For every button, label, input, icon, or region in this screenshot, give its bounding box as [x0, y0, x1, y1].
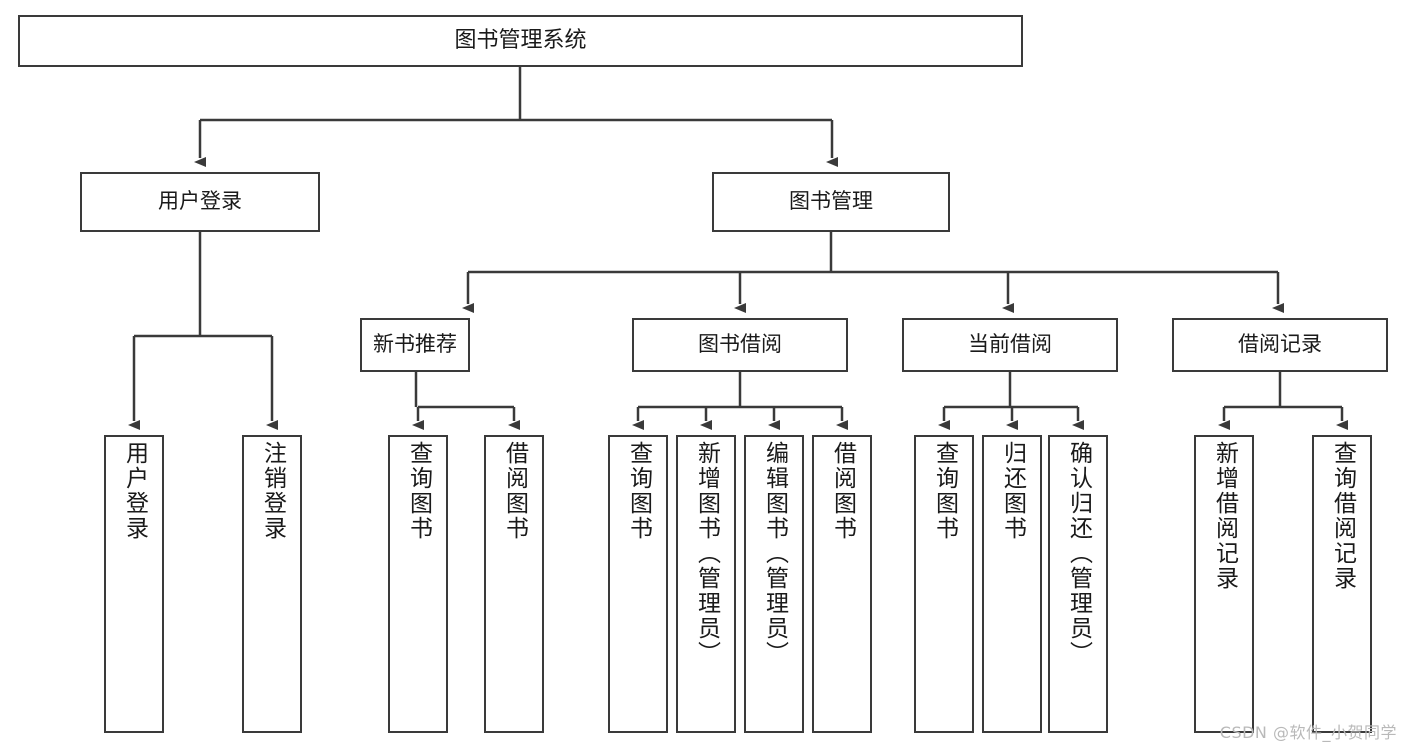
leaf-return-book[interactable]: 归还图书 — [982, 435, 1042, 733]
node-current-borrow-label: 当前借阅 — [968, 332, 1052, 357]
leaf-query-book-borrow[interactable]: 查询图书 — [608, 435, 668, 733]
leaf-return-book-label: 归还图书 — [999, 441, 1026, 541]
leaf-add-borrow-record-label: 新增借阅记录 — [1211, 441, 1238, 591]
node-root-label: 图书管理系统 — [454, 27, 587, 53]
leaf-query-borrow-record-label: 查询借阅记录 — [1329, 441, 1356, 591]
csdn-watermark: CSDN @软件_小贺同学 — [1219, 723, 1397, 742]
leaf-query-book-borrow-label: 查询图书 — [625, 441, 652, 541]
leaf-query-book-recommend-label: 查询图书 — [405, 441, 432, 541]
node-book-management-label: 图书管理 — [789, 189, 873, 214]
leaf-add-book-admin-label: 新增图书（管理员） — [693, 441, 720, 666]
node-user-login[interactable]: 用户登录 — [80, 172, 320, 232]
node-book-borrow[interactable]: 图书借阅 — [632, 318, 848, 372]
leaf-borrow-book[interactable]: 借阅图书 — [812, 435, 872, 733]
node-current-borrow[interactable]: 当前借阅 — [902, 318, 1118, 372]
node-borrow-record[interactable]: 借阅记录 — [1172, 318, 1388, 372]
leaf-user-login-label: 用户登录 — [121, 441, 148, 541]
leaf-borrow-book-recommend[interactable]: 借阅图书 — [484, 435, 544, 733]
leaf-borrow-book-recommend-label: 借阅图书 — [501, 441, 528, 541]
node-user-login-label: 用户登录 — [158, 189, 242, 214]
node-new-book-recommend-label: 新书推荐 — [373, 332, 457, 357]
node-new-book-recommend[interactable]: 新书推荐 — [360, 318, 470, 372]
leaf-edit-book-admin[interactable]: 编辑图书（管理员） — [744, 435, 804, 733]
leaf-add-borrow-record[interactable]: 新增借阅记录 — [1194, 435, 1254, 733]
leaf-add-book-admin[interactable]: 新增图书（管理员） — [676, 435, 736, 733]
node-book-borrow-label: 图书借阅 — [698, 332, 782, 357]
node-borrow-record-label: 借阅记录 — [1238, 332, 1322, 357]
leaf-query-borrow-record[interactable]: 查询借阅记录 — [1312, 435, 1372, 733]
leaf-borrow-book-label: 借阅图书 — [829, 441, 856, 541]
leaf-edit-book-admin-label: 编辑图书（管理员） — [761, 441, 788, 666]
leaf-logout[interactable]: 注销登录 — [242, 435, 302, 733]
leaf-confirm-return-admin-label: 确认归还（管理员） — [1065, 441, 1092, 666]
leaf-user-login[interactable]: 用户登录 — [104, 435, 164, 733]
leaf-query-book-recommend[interactable]: 查询图书 — [388, 435, 448, 733]
leaf-query-book-current-label: 查询图书 — [931, 441, 958, 541]
leaf-logout-label: 注销登录 — [259, 441, 286, 541]
leaf-confirm-return-admin[interactable]: 确认归还（管理员） — [1048, 435, 1108, 733]
node-book-management[interactable]: 图书管理 — [712, 172, 950, 232]
leaf-query-book-current[interactable]: 查询图书 — [914, 435, 974, 733]
node-root[interactable]: 图书管理系统 — [18, 15, 1023, 67]
